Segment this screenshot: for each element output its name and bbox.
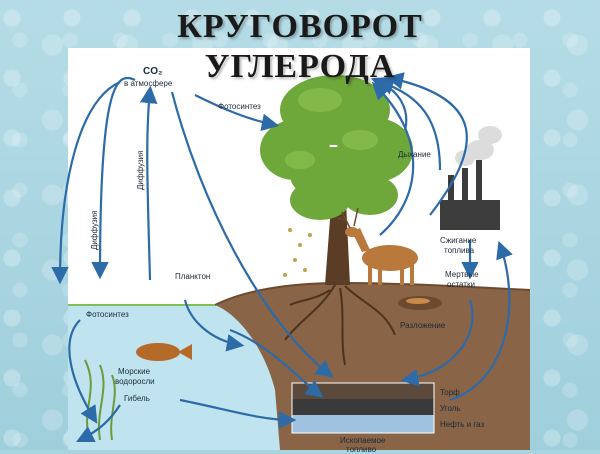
fuel-burning-label-2: топлива (444, 246, 475, 255)
coal-layer (292, 399, 434, 415)
co2-label: CO₂ (143, 66, 163, 77)
sea-algae-label-2: водоросли (115, 377, 155, 386)
plankton-label: Планктон (175, 272, 211, 281)
deer (345, 227, 418, 285)
title-line-2: УГЛЕРОДА (204, 48, 396, 85)
fish (136, 343, 192, 361)
title-line-1: КРУГОВОРОТ (177, 8, 423, 45)
peat-layer (292, 383, 434, 399)
oil-gas-label: Нефть и газ (440, 420, 485, 429)
factory (440, 160, 500, 230)
death-label: Гибель (124, 394, 150, 403)
cycle-arrows (51, 72, 513, 442)
fuel-burning-label-1: Сжигание (440, 236, 477, 245)
decomposition-label: Разложение (400, 321, 446, 330)
fossil-fuel-label-1: Ископаемое (340, 436, 386, 445)
peat-label: Торф (440, 388, 460, 397)
coal-label: Уголь (440, 404, 461, 413)
dead-remains-label-1: Мертвые (445, 270, 479, 279)
diffusion-label-2: Диффузия (90, 210, 99, 250)
diffusion-label-1: Диффузия (136, 150, 145, 190)
oil-gas-layer (292, 415, 434, 433)
dead-remains-label-2: остатки (447, 280, 475, 289)
photosynthesis-label: Фотосинтез (218, 102, 261, 111)
water-photosynthesis-label: Фотосинтез (86, 310, 129, 319)
falling-leaves (283, 228, 312, 277)
atmosphere-label: в атмосфере (124, 79, 173, 88)
smoke (455, 126, 502, 166)
respiration-label: Дыхание (398, 150, 431, 159)
tree-roots (284, 284, 396, 366)
sea-algae-label-1: Морские (118, 367, 151, 376)
